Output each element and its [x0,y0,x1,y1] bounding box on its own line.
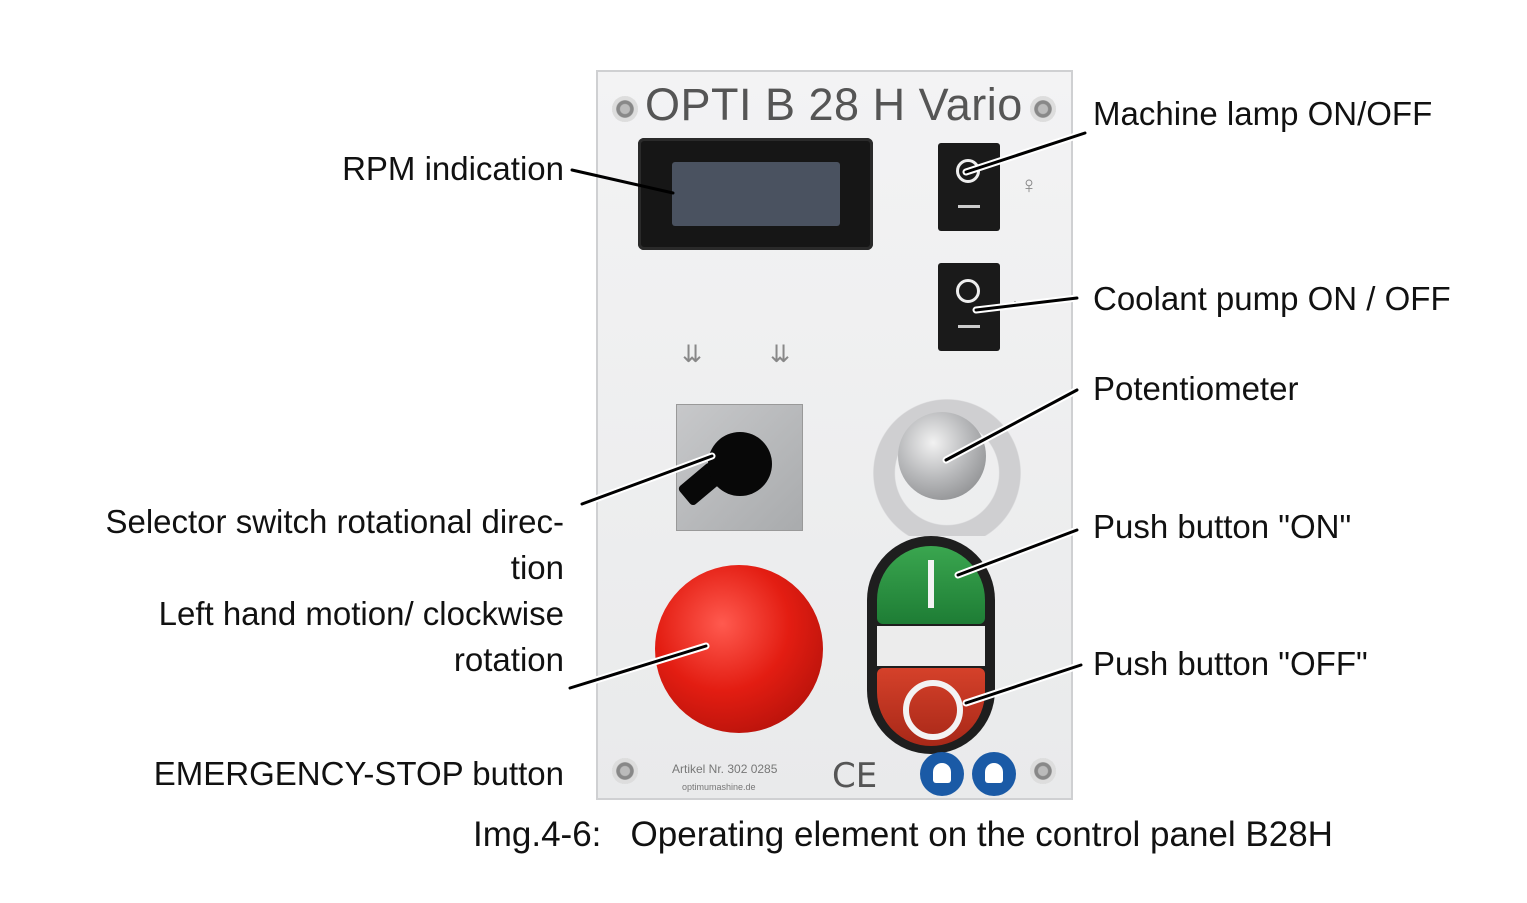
push-button-indicator [877,626,985,666]
face-protection-sign-icon [920,752,964,796]
switch-off-mark [958,325,980,328]
rotation-left-icon: ⇊ [682,341,703,368]
selector-switch-knob[interactable] [708,432,772,496]
ear-protection-sign-icon [972,752,1016,796]
leader-estop [568,644,708,690]
label-rpm-indication: RPM indication [342,150,564,187]
switch-on-mark [956,279,980,303]
label-potentiometer: Potentiometer [1093,370,1299,407]
coolant-pump-switch[interactable] [938,263,1000,351]
screw-icon [612,758,638,784]
push-button-on[interactable] [877,546,985,624]
rpm-lcd [672,162,840,226]
leader-lamp [964,131,1087,174]
on-symbol-icon [928,560,934,608]
label-selector-line1: Selector switch rotational direc- [105,503,564,540]
panel-title: OPTI B 28 H Vario [645,79,1023,130]
label-machine-lamp: Machine lamp ON/OFF [1093,95,1433,132]
screw-icon [1030,758,1056,784]
label-selector-line2: tion [510,549,564,586]
screw-icon [612,96,638,122]
leader-selector [580,454,714,506]
screw-icon [1030,96,1056,122]
off-symbol-icon [903,680,963,740]
figure-caption: Img.4-6: Operating element on the contro… [473,815,1333,854]
label-push-on: Push button "ON" [1093,508,1352,545]
leader-off [964,663,1083,705]
label-emergency-stop: EMERGENCY-STOP button [153,755,564,792]
leader-on [956,528,1079,577]
ce-mark: CE [832,756,878,796]
website-text: optimumashine.de [682,782,756,792]
label-push-off: Push button "OFF" [1093,645,1368,682]
label-selector-line3: Left hand motion/ clockwise [158,595,564,632]
label-coolant-pump: Coolant pump ON / OFF [1093,280,1451,317]
switch-off-mark [958,205,980,208]
emergency-stop-button[interactable] [655,565,823,733]
leader-rpm [570,168,675,195]
lamp-icon: ♀ [1020,172,1038,199]
label-selector-line4: rotation [453,641,564,678]
leader-coolant [974,296,1079,312]
potentiometer-knob[interactable] [898,412,986,500]
rotation-right-icon: ⇊ [770,341,791,368]
leader-pot [944,388,1079,462]
rpm-display [638,138,873,250]
article-number: Artikel Nr. 302 0285 [672,762,778,776]
